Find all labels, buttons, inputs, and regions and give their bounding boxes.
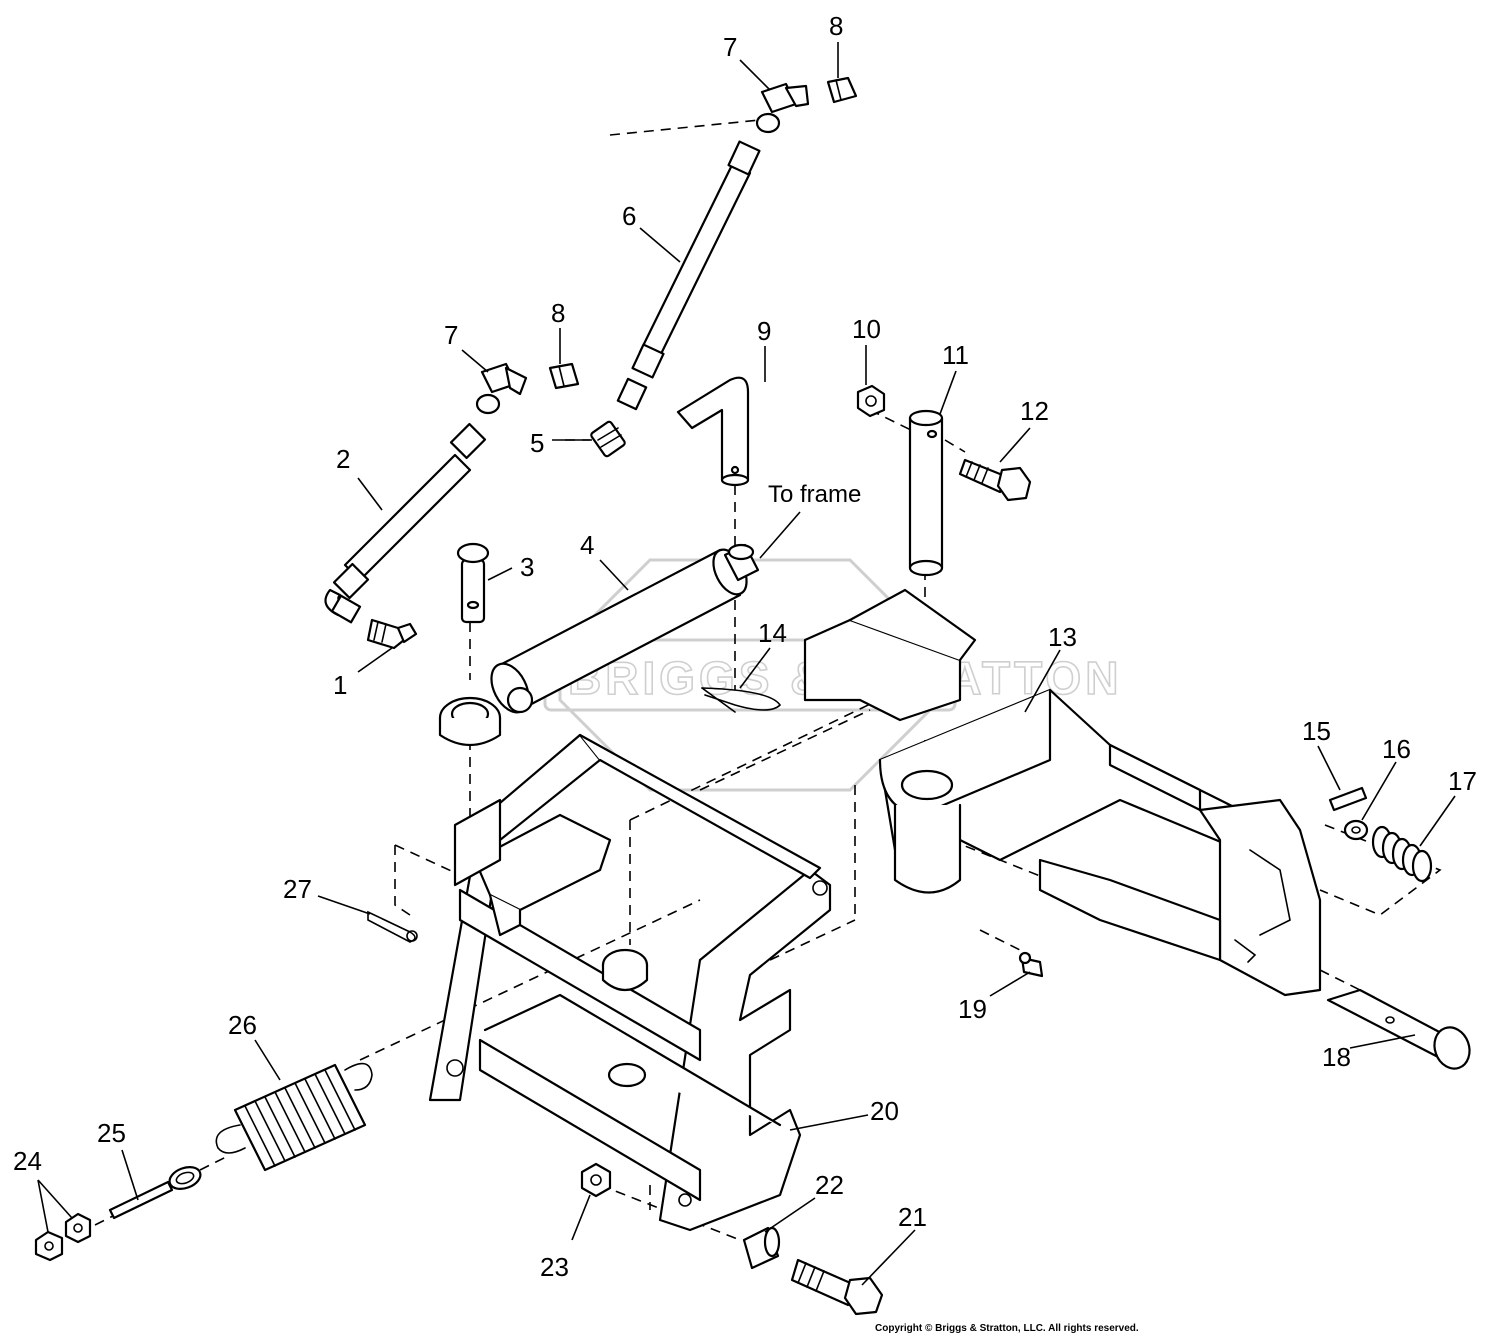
part-12-bolt bbox=[958, 458, 1032, 502]
callout-6: 6 bbox=[622, 201, 636, 231]
callout-19: 19 bbox=[958, 994, 987, 1024]
callout-8-upper: 8 bbox=[829, 11, 843, 41]
callout-17: 17 bbox=[1448, 766, 1477, 796]
callout-24: 24 bbox=[13, 1146, 42, 1176]
part-15-roll-pin bbox=[1328, 786, 1368, 812]
note-to-frame: To frame bbox=[768, 481, 861, 508]
callout-21: 21 bbox=[898, 1202, 927, 1232]
callout-11: 11 bbox=[942, 340, 969, 370]
part-21-bolt bbox=[790, 1258, 884, 1316]
part-2-hydraulic-hose bbox=[324, 422, 487, 624]
part-16-washer bbox=[1343, 819, 1369, 841]
part-4-hydraulic-cylinder bbox=[438, 543, 760, 746]
part-11-pivot-pin bbox=[908, 409, 944, 577]
part-24-hex-nuts bbox=[34, 1212, 92, 1262]
part-5-straight-fitting bbox=[590, 420, 626, 458]
part-7-elbow-fitting-upper bbox=[755, 82, 810, 134]
callout-20: 20 bbox=[870, 1096, 899, 1126]
callout-8-lower: 8 bbox=[551, 298, 565, 328]
part-3-clevis-pin bbox=[456, 542, 490, 624]
callout-1: 1 bbox=[333, 670, 347, 700]
callout-7-lower: 7 bbox=[444, 320, 458, 350]
part-10-hex-nut bbox=[856, 384, 886, 418]
part-26-extension-spring bbox=[215, 1062, 373, 1172]
callout-10: 10 bbox=[852, 314, 881, 344]
callout-16: 16 bbox=[1382, 734, 1411, 764]
callout-18: 18 bbox=[1322, 1042, 1351, 1072]
part-22-spacer bbox=[742, 1226, 781, 1270]
part-1-elbow-fitting bbox=[366, 618, 418, 650]
callout-26: 26 bbox=[228, 1010, 257, 1040]
callout-13: 13 bbox=[1048, 622, 1077, 652]
leader-lines bbox=[37, 42, 1456, 1286]
copyright-text: Copyright © Briggs & Stratton, LLC. All … bbox=[875, 1323, 1139, 1334]
callout-14: 14 bbox=[758, 618, 787, 648]
callout-15: 15 bbox=[1302, 716, 1331, 746]
alignment-lines bbox=[94, 119, 1442, 1241]
callout-22: 22 bbox=[815, 1170, 844, 1200]
callout-7-upper: 7 bbox=[723, 32, 737, 62]
part-23-hex-nut bbox=[580, 1162, 612, 1198]
part-7-elbow-fitting-lower bbox=[475, 362, 528, 415]
callout-9: 9 bbox=[757, 316, 771, 346]
part-18-hitch-pin bbox=[1326, 988, 1471, 1070]
part-17-compression-spring bbox=[1371, 825, 1433, 883]
callouts: 1 2 3 4 5 6 7 7 8 8 9 10 11 12 13 14 15 … bbox=[13, 11, 1477, 1282]
part-8-cap-upper bbox=[826, 76, 858, 104]
callout-27: 27 bbox=[283, 874, 312, 904]
callout-5: 5 bbox=[530, 428, 544, 458]
callout-23: 23 bbox=[540, 1252, 569, 1282]
part-20-lift-frame bbox=[428, 733, 832, 1232]
part-19-grease-fitting bbox=[1018, 951, 1044, 978]
callout-12: 12 bbox=[1020, 396, 1049, 426]
part-9-bent-pin bbox=[676, 376, 750, 487]
part-25-eye-bolt bbox=[108, 1166, 202, 1220]
part-27-cotter-pin bbox=[367, 910, 418, 943]
callout-3: 3 bbox=[520, 552, 534, 582]
callout-4: 4 bbox=[580, 530, 594, 560]
callout-25: 25 bbox=[97, 1118, 126, 1148]
part-13-hitch-bracket bbox=[803, 588, 1322, 997]
part-14-hair-pin-clip bbox=[701, 687, 782, 713]
part-6-hydraulic-hose bbox=[616, 140, 761, 411]
callout-2: 2 bbox=[336, 444, 350, 474]
part-8-cap-lower bbox=[548, 362, 580, 390]
